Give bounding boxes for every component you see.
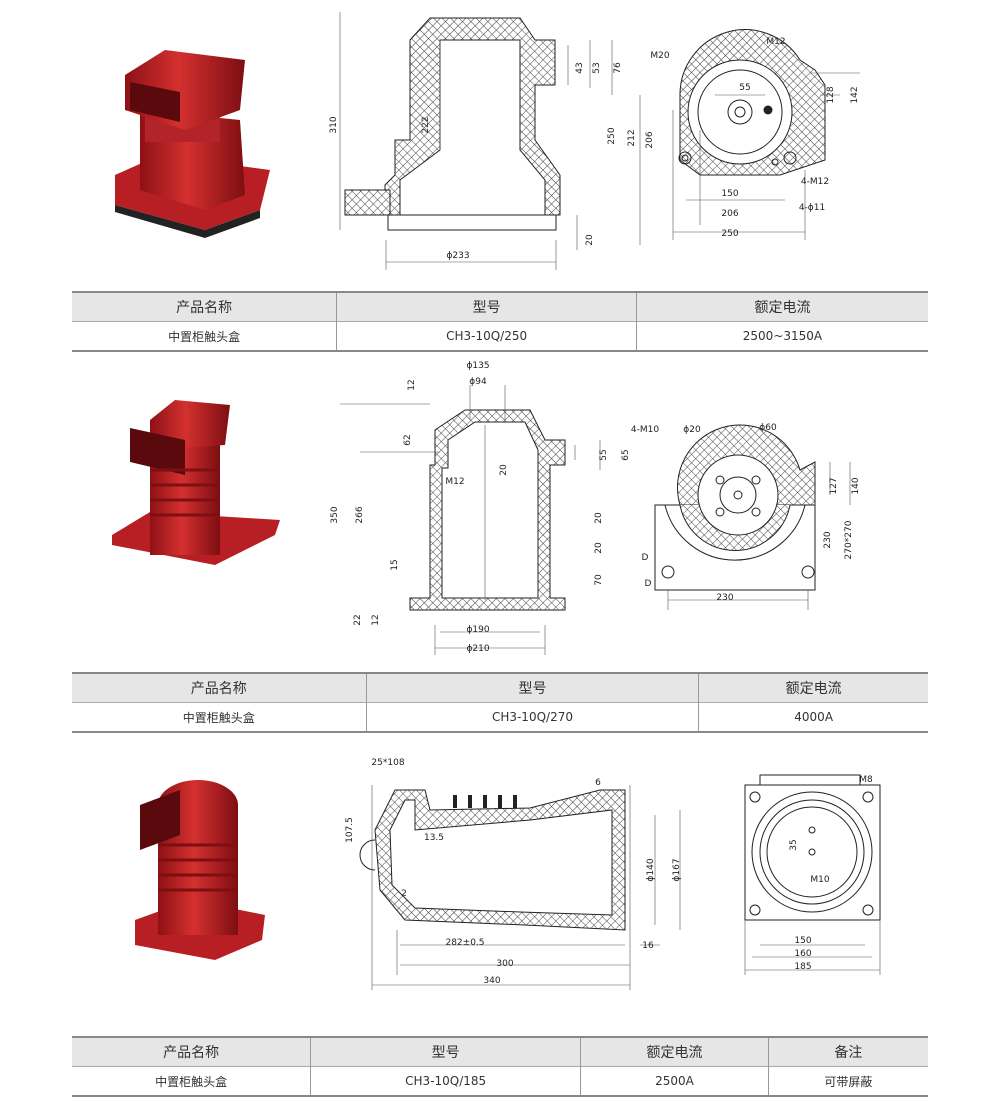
dimension-label: ϕ60 [759, 423, 777, 433]
dimension-label: M12 [445, 477, 464, 487]
dimension-label: 185 [794, 962, 811, 972]
dimension-label: ϕ140 [646, 858, 656, 881]
dimension-label: 107.5 [345, 817, 355, 843]
header-model: 型号 [365, 672, 699, 703]
dimension-label: 2 [401, 889, 407, 899]
dimension-label: 70 [594, 574, 604, 586]
dimension-label: 222 [421, 116, 431, 133]
product-photo-1 [115, 50, 270, 238]
dimension-label: M8 [859, 775, 873, 785]
dimension-label: M12 [766, 37, 785, 47]
dimension-label: 350 [330, 506, 340, 523]
dimension-label: 310 [329, 116, 339, 133]
dimension-label: 340 [483, 976, 500, 986]
dimension-label: 12 [371, 614, 381, 625]
dimension-label: D [645, 579, 652, 589]
header-current: 额定电流 [635, 291, 928, 322]
dimension-label: M10 [810, 875, 829, 885]
dimension-label: 76 [613, 62, 623, 74]
drawing-1-front [339, 12, 613, 270]
dimension-label: 13.5 [424, 833, 444, 843]
dimension-label: 150 [721, 189, 738, 199]
dimension-label: ϕ210 [466, 644, 489, 654]
cell-current: 4000A [698, 702, 928, 733]
dimension-label: 142 [850, 86, 860, 103]
dimension-label: 266 [355, 506, 365, 523]
header-name: 产品名称 [72, 291, 337, 322]
drawing-2-side [654, 424, 851, 610]
dimension-label: 230 [716, 593, 733, 603]
header-model: 型号 [310, 1036, 581, 1067]
dimension-label: 140 [851, 477, 861, 494]
dimension-label: 160 [794, 949, 811, 959]
cell-current: 2500A [580, 1066, 769, 1097]
dimension-label: 212 [627, 129, 637, 146]
product-photo-3 [135, 780, 265, 960]
dimension-label: 230 [823, 531, 833, 548]
cell-current: 2500~3150A [635, 321, 928, 352]
dimension-label: 206 [721, 209, 738, 219]
product-photo-2 [112, 400, 280, 565]
dimension-label: 300 [496, 959, 513, 969]
header-note: 备注 [767, 1036, 928, 1067]
dimension-label: 65 [621, 449, 631, 460]
header-model: 型号 [336, 291, 637, 322]
dimension-label: D [642, 553, 649, 563]
dimension-label: 55 [739, 83, 750, 93]
drawing-2-front [340, 385, 601, 655]
dimension-label: 55 [599, 449, 609, 460]
drawing-3-side [744, 774, 881, 975]
header-name: 产品名称 [72, 672, 367, 703]
dimension-label: 16 [642, 941, 654, 951]
header-current: 额定电流 [698, 672, 928, 703]
dimension-label: 22 [353, 614, 363, 625]
dimension-label: 128 [826, 86, 836, 103]
dimension-label: ϕ190 [466, 625, 489, 635]
dimension-label: ϕ20 [683, 425, 701, 435]
dimension-label: M20 [650, 51, 669, 61]
dimension-label: 270*270 [844, 520, 854, 559]
cell-model: CH3-10Q/270 [365, 702, 699, 733]
dimension-label: 4-ϕ11 [799, 203, 825, 213]
cell-note: 可带屏蔽 [767, 1066, 928, 1097]
header-current: 额定电流 [580, 1036, 769, 1067]
dimension-label: 20 [499, 464, 509, 476]
dimension-label: 282±0.5 [445, 938, 484, 948]
cell-model: CH3-10Q/185 [310, 1066, 581, 1097]
dimension-label: 127 [829, 477, 839, 494]
cell-name: 中置柜触头盒 [72, 321, 337, 352]
dimension-label: 20 [585, 234, 595, 246]
dimension-label: 15 [390, 559, 400, 570]
cell-name: 中置柜触头盒 [72, 702, 367, 733]
dimension-label: 150 [794, 936, 811, 946]
drawing-1-side [639, 29, 860, 245]
dimension-label: 35 [789, 839, 799, 850]
dimension-label: 206 [645, 131, 655, 148]
dimension-label: 25*108 [371, 758, 404, 768]
dimension-label: ϕ233 [446, 251, 469, 261]
dimension-label: 4-M10 [631, 425, 659, 435]
dimension-label: 20 [594, 542, 604, 554]
dimension-label: ϕ94 [469, 377, 487, 387]
dimension-label: 250 [721, 229, 738, 239]
cell-name: 中置柜触头盒 [72, 1066, 311, 1097]
dimension-label: 250 [607, 127, 617, 144]
cell-model: CH3-10Q/250 [336, 321, 637, 352]
dimension-label: 6 [595, 778, 601, 788]
header-name: 产品名称 [72, 1036, 311, 1067]
dimension-label: 62 [403, 434, 413, 445]
dimension-label: 43 [575, 62, 585, 73]
dimension-label: 4-M12 [801, 177, 829, 187]
dimension-label: 53 [592, 62, 602, 73]
dimension-label: 12 [407, 379, 417, 390]
dimension-label: ϕ135 [466, 361, 489, 371]
dimension-label: 20 [594, 512, 604, 524]
drawing-3-front [359, 785, 681, 990]
dimension-label: ϕ167 [672, 858, 682, 881]
